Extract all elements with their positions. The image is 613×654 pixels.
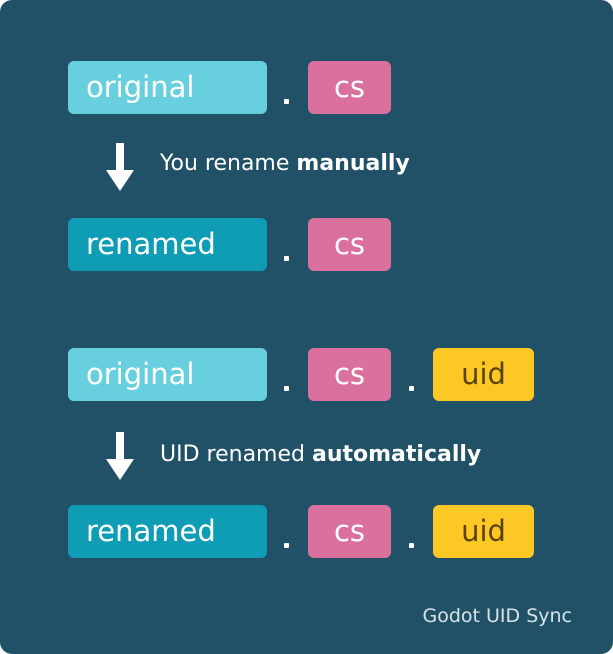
cs-extension-label: cs [333, 514, 366, 548]
original-filename-label: original [86, 70, 195, 104]
brand-label: Godot UID Sync [422, 605, 573, 627]
auto-caption-emphasis: automatically [311, 442, 482, 467]
original-filename-label: original [86, 357, 195, 391]
renamed-filename-label: renamed [86, 514, 216, 548]
cs-extension-box: cs [308, 61, 391, 114]
dot-separator [284, 386, 289, 391]
uid-extension-box: uid [433, 505, 534, 558]
renamed-filename-box: renamed [68, 218, 267, 271]
manual-rename-caption: You rename manually [160, 151, 410, 176]
renamed-filename-box: renamed [68, 505, 267, 558]
auto-rename-caption: UID renamed automatically [160, 442, 481, 467]
cs-extension-box: cs [308, 348, 391, 401]
auto-caption-prefix: UID renamed [160, 442, 312, 467]
dot-separator [284, 256, 289, 261]
cs-extension-label: cs [333, 227, 366, 261]
uid-extension-label: uid [461, 357, 506, 391]
renamed-filename-label: renamed [86, 227, 216, 261]
cs-extension-box: cs [308, 218, 391, 271]
uid-extension-box: uid [433, 348, 534, 401]
dot-separator [409, 543, 414, 548]
original-filename-box: original [68, 61, 267, 114]
original-filename-box: original [68, 348, 267, 401]
down-arrow-icon [106, 432, 134, 480]
uid-extension-label: uid [461, 514, 506, 548]
manual-caption-emphasis: manually [296, 151, 410, 176]
dot-separator [284, 543, 289, 548]
cs-extension-label: cs [333, 70, 366, 104]
dot-separator [409, 386, 414, 391]
cs-extension-label: cs [333, 357, 366, 391]
dot-separator [284, 99, 289, 104]
manual-caption-prefix: You rename [160, 151, 297, 176]
cs-extension-box: cs [308, 505, 391, 558]
down-arrow-icon [106, 143, 134, 191]
